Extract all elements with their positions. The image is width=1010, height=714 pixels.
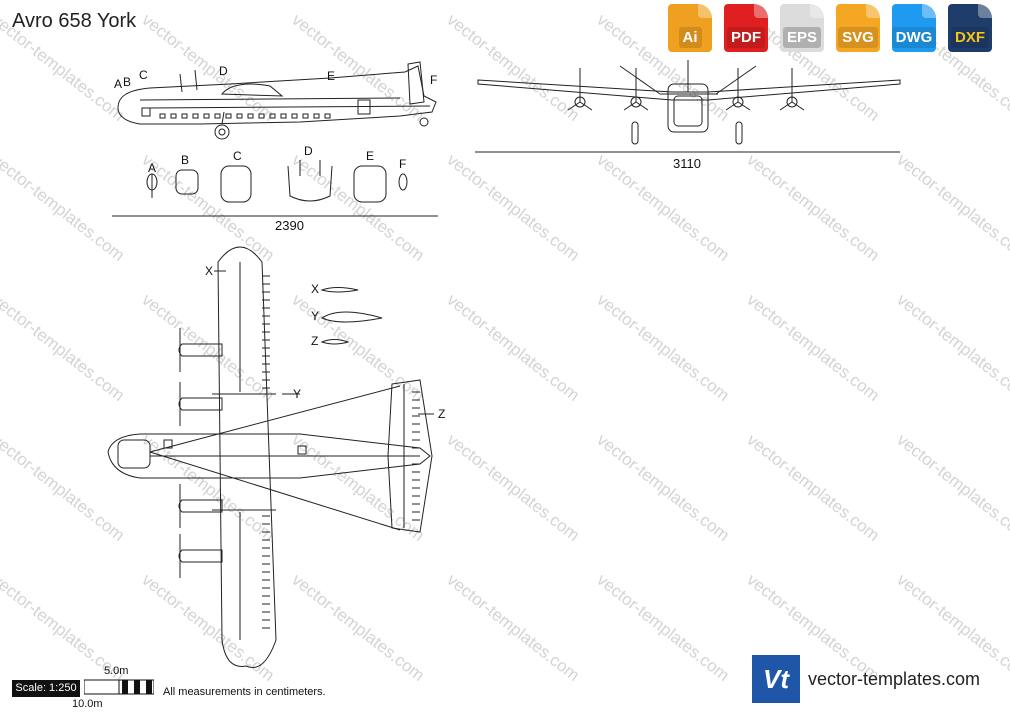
side-label-e: E xyxy=(327,69,335,83)
svg-download-button[interactable]: SVG xyxy=(836,4,880,52)
format-buttons: Ai PDF EPS SVG DWG DXF xyxy=(668,4,992,52)
top-label-z: Z xyxy=(438,407,445,421)
side-label-f: F xyxy=(430,73,437,87)
side-window xyxy=(214,113,221,119)
brand-link[interactable]: Vt vector-templates.com xyxy=(752,655,980,703)
propeller-blade xyxy=(579,101,593,111)
pdf-label: PDF xyxy=(727,27,765,48)
page-title: Avro 658 York xyxy=(12,10,137,32)
brand-text: vector-templates.com xyxy=(808,668,981,689)
side-labels: A B C D E F xyxy=(114,64,437,91)
section-label-f: F xyxy=(399,157,406,171)
propeller-blade xyxy=(623,101,637,111)
side-window xyxy=(170,113,177,119)
scale-label: Scale: 1:250 xyxy=(12,680,80,697)
propeller-blade xyxy=(725,101,739,111)
propeller-blade xyxy=(567,101,581,111)
side-window xyxy=(280,113,287,119)
cross-sections xyxy=(112,160,438,217)
scale-ten-meter: 10.0m xyxy=(72,698,103,710)
side-window xyxy=(203,113,210,119)
side-window xyxy=(269,113,276,119)
airfoil-label-y: Y xyxy=(311,309,319,323)
propeller-blade xyxy=(779,101,793,111)
airfoil-label-z: Z xyxy=(311,334,318,348)
section-label-a: A xyxy=(148,161,156,175)
propeller-blade xyxy=(791,101,805,111)
section-label-b: B xyxy=(181,153,189,167)
scale-five-meter: 5.0m xyxy=(104,665,129,677)
dxf-label: DXF xyxy=(951,27,989,48)
side-label-a: A xyxy=(114,77,122,91)
top-view xyxy=(107,246,434,668)
dwg-download-button[interactable]: DWG xyxy=(891,4,937,52)
top-label-y: Y xyxy=(293,387,301,401)
section-labels: A B C D E F 2390 xyxy=(148,144,406,233)
top-engines xyxy=(178,328,223,578)
engine-nacelle xyxy=(178,499,223,513)
engine-nacelle xyxy=(178,397,223,411)
top-wing-ribs xyxy=(262,275,420,629)
svg-label: SVG xyxy=(838,27,878,48)
side-view xyxy=(117,61,437,140)
engine-nacelle xyxy=(178,549,223,563)
side-window xyxy=(159,113,166,119)
side-window xyxy=(192,113,199,119)
side-window xyxy=(291,113,298,119)
top-label-x: X xyxy=(205,264,213,278)
front-propellers xyxy=(567,68,805,111)
eps-download-button[interactable]: EPS xyxy=(780,4,824,52)
top-labels: X X Y Z Y Z xyxy=(205,264,445,421)
dwg-label: DWG xyxy=(891,27,937,48)
span-dimension: 3110 xyxy=(673,156,701,171)
length-dimension: 2390 xyxy=(275,218,304,233)
side-windows xyxy=(159,113,331,119)
section-label-c: C xyxy=(233,149,242,163)
side-label-d: D xyxy=(219,64,228,78)
side-label-c: C xyxy=(139,68,148,82)
side-window xyxy=(236,113,243,119)
front-view xyxy=(475,60,901,153)
section-label-e: E xyxy=(366,149,374,163)
section-label-d: D xyxy=(304,144,313,158)
scale-bar xyxy=(84,679,154,695)
side-window xyxy=(313,113,320,119)
ai-download-button[interactable]: Ai xyxy=(668,4,712,52)
airfoil-label-x: X xyxy=(311,282,319,296)
airfoil-sections xyxy=(320,287,383,345)
side-window xyxy=(225,113,232,119)
eps-label: EPS xyxy=(782,27,821,48)
engine-nacelle xyxy=(178,343,223,357)
side-window xyxy=(258,113,265,119)
propeller-blade xyxy=(635,101,649,111)
side-window xyxy=(247,113,254,119)
pdf-download-button[interactable]: PDF xyxy=(724,4,768,52)
side-window xyxy=(324,113,331,119)
measurement-note: All measurements in centimeters. xyxy=(163,686,326,698)
propeller-blade xyxy=(737,101,751,111)
front-view-text: 3110 xyxy=(673,156,701,171)
side-label-b: B xyxy=(123,75,131,89)
brand-logo-icon: Vt xyxy=(752,655,800,703)
ai-label: Ai xyxy=(678,27,702,48)
side-window xyxy=(181,113,188,119)
dxf-download-button[interactable]: DXF xyxy=(948,4,992,52)
side-window xyxy=(302,113,309,119)
